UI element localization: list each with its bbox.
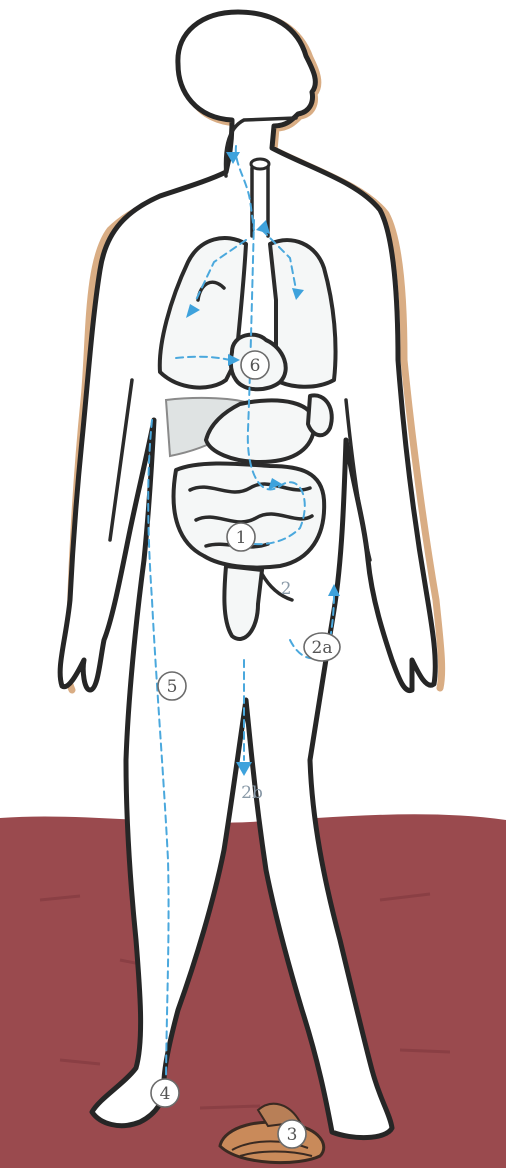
svg-text:2a: 2a <box>312 638 333 658</box>
small-intestine <box>174 464 325 568</box>
ground-band <box>0 814 506 1168</box>
label-6: 6 <box>241 351 269 379</box>
label-2b: 2b <box>241 783 263 803</box>
svg-text:2: 2 <box>281 579 292 599</box>
svg-text:4: 4 <box>160 1084 171 1104</box>
label-3: 3 <box>278 1120 306 1148</box>
svg-text:1: 1 <box>236 528 247 548</box>
label-1: 1 <box>227 523 255 551</box>
svg-text:6: 6 <box>250 356 261 376</box>
label-2: 2 <box>281 579 292 599</box>
label-5: 5 <box>158 672 186 700</box>
svg-text:3: 3 <box>287 1125 298 1145</box>
spleen <box>308 395 332 435</box>
svg-text:5: 5 <box>167 677 178 697</box>
label-4: 4 <box>151 1079 179 1107</box>
svg-text:2b: 2b <box>241 783 263 803</box>
trachea-opening <box>251 159 269 169</box>
label-2a: 2a <box>304 633 340 661</box>
